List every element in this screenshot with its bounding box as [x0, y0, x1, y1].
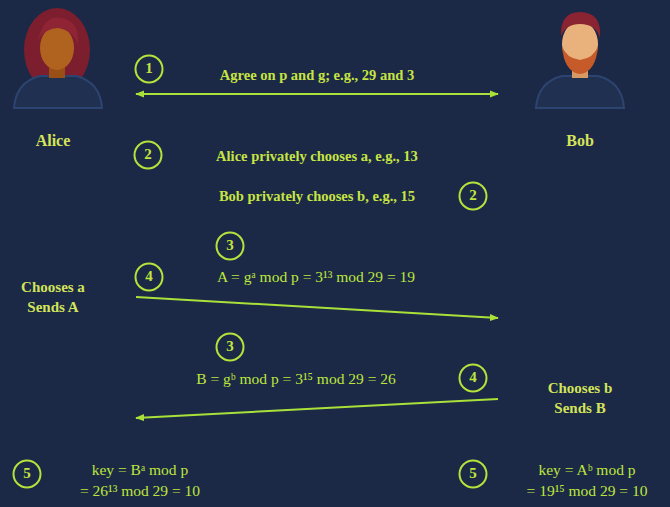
callout-circle [136, 264, 163, 291]
callout-text: 5 [23, 466, 31, 481]
formula-label: key = Aᵇ mod p [538, 461, 635, 479]
bob-avatar [536, 12, 624, 108]
callout-number: 2 [133, 140, 163, 170]
formula-label: = 19¹⁵ mod 29 = 10 [527, 482, 648, 500]
step-label: Alice privately chooses a, e.g., 13 [216, 148, 418, 165]
formula-label: key = Bᵃ mod p [92, 461, 189, 479]
formula-label: B = gᵇ mod p = 3¹⁵ mod 29 = 26 [196, 370, 396, 388]
person-label: Alice [36, 132, 71, 150]
callout-circle [460, 461, 487, 488]
callout-circle [217, 334, 244, 361]
callout-number: 2 [458, 181, 488, 211]
person-label: Bob [566, 132, 594, 150]
callout-circle [217, 233, 244, 260]
callout-text: 3 [226, 238, 234, 253]
callout-circle [135, 142, 162, 169]
callout-number: 3 [215, 231, 245, 261]
bob-body [536, 76, 624, 108]
formula-label: A = gᵃ mod p = 3¹³ mod 29 = 19 [217, 268, 415, 286]
callout-circle [136, 56, 163, 83]
step-label: Agree on p and g; e.g., 29 and 3 [220, 67, 414, 84]
callout-circle [460, 183, 487, 210]
callout-number: 1 [134, 54, 164, 84]
callout-number: 5 [458, 459, 488, 489]
role-label: Chooses b [548, 380, 613, 397]
alice-body [14, 76, 102, 108]
callout-text: 1 [145, 61, 153, 76]
callout-number: 3 [215, 332, 245, 362]
alice-fringe [38, 17, 78, 44]
agree-arrow [136, 93, 498, 95]
callout-text: 2 [469, 188, 477, 203]
alice-face [40, 26, 74, 70]
alice-avatar [14, 8, 102, 108]
bob-hair [561, 12, 600, 38]
role-label: Sends B [554, 400, 605, 417]
callout-text: 2 [144, 147, 152, 162]
callout-circle [14, 461, 41, 488]
callout-number: 4 [134, 262, 164, 292]
step-label: Bob privately chooses b, e.g., 15 [219, 188, 415, 205]
callout-text: 3 [226, 339, 234, 354]
callout-number: 4 [458, 363, 488, 393]
send-b-arrow [136, 399, 498, 418]
role-label: Chooses a [21, 279, 85, 296]
formula-label: = 26¹³ mod 29 = 10 [80, 482, 200, 500]
bob-beard [562, 46, 598, 74]
send-a-arrow [136, 297, 498, 318]
callout-text: 4 [469, 370, 477, 385]
callout-text: 4 [145, 269, 153, 284]
callout-number: 5 [12, 459, 42, 489]
callout-circle [460, 365, 487, 392]
role-label: Sends A [27, 299, 78, 316]
callout-text: 5 [469, 466, 477, 481]
